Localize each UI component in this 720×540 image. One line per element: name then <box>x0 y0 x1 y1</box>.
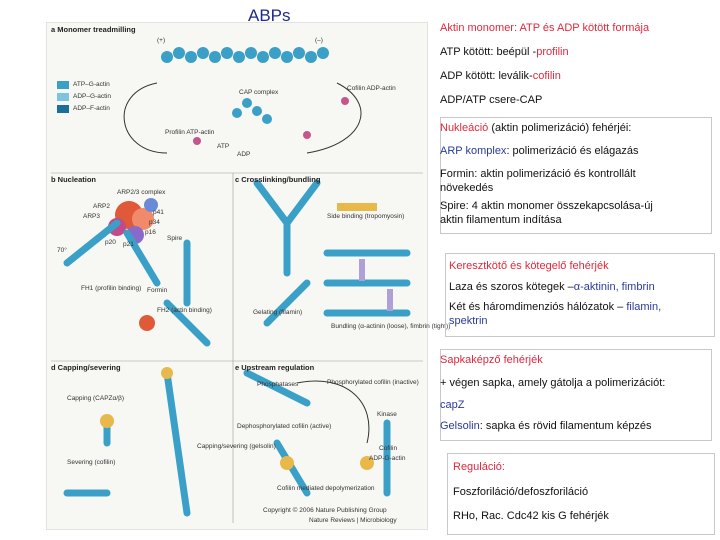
minus-end-label: (–) <box>315 37 323 44</box>
spire-label: Spire <box>167 235 183 242</box>
legend-adp: ADP–G-actin <box>73 93 111 100</box>
legend-atp: ATP–G-actin <box>73 81 110 88</box>
arp-rest: : polimerizáció és elágazás <box>506 145 639 157</box>
copyright-label: Copyright © 2006 Nature Publishing Group <box>263 507 387 514</box>
block1-line4: ADP/ATP csere-CAP <box>440 94 543 106</box>
crosslink-box <box>445 253 715 337</box>
profilin-text: profilin <box>536 46 569 58</box>
actinin-fimbrin-text: α-aktinin, fimbrin <box>573 281 655 293</box>
cap-complex-label: CAP complex <box>239 89 279 96</box>
cofilin-label: Cofilin <box>379 445 398 452</box>
atp-bound-text: ATP kötött: beépül - <box>440 46 537 58</box>
block3-line1: Keresztkötő és kötegelő fehérjék <box>449 260 609 272</box>
block1-line1: Aktin monomer: ATP és ADP kötött formája <box>440 22 650 34</box>
p20-label: p20 <box>105 239 116 246</box>
fh2-label: FH2 (actin binding) <box>157 307 212 314</box>
gelsolin-rest: : sapka és rövid filamentum képzés <box>479 420 652 432</box>
block4-line1: Sapkaképző fehérjék <box>440 354 543 366</box>
cofilin-depoly-label: Cofilin mediated depolymerization <box>277 485 375 492</box>
cofilin-adp-label: Cofilin ADP-actin <box>347 85 396 92</box>
phosphatases-label: Phosphatases <box>257 381 299 388</box>
formin-label: Formin <box>147 287 168 294</box>
section-e-label: e Upstream regulation <box>235 363 315 372</box>
figure-illustration <box>51 47 423 523</box>
p21-label: p21 <box>123 241 134 248</box>
networks-text: Két és háromdimenziós hálózatok – <box>449 301 627 313</box>
kinase-label: Kinase <box>377 411 397 418</box>
gelating-label: Gelating (filamin) <box>253 309 303 316</box>
section-b-label: b Nucleation <box>51 175 97 184</box>
side-binding-label: Side binding (tropomyosin) <box>327 213 405 220</box>
block2-line2: ARP komplex: polimerizáció és elágazás <box>440 144 639 159</box>
arp-text: ARP komplex <box>440 145 507 157</box>
block5-line2: Foszforiláció/defoszforiláció <box>453 486 589 498</box>
adp-bound-text: ADP kötött: leválik- <box>440 70 533 82</box>
block2-line5: Spire: 4 aktin monomer összekapcsolása-ú… <box>440 200 653 212</box>
adpg-label: ADP-G-actin <box>369 455 406 462</box>
arp23-label: ARP2/3 complex <box>117 189 166 196</box>
block3-line2: Laza és szoros kötegek –α-aktinin, fimbr… <box>449 280 655 295</box>
cofilin-text: cofilin <box>532 70 561 82</box>
arp3-label: ARP3 <box>83 213 100 220</box>
profilin-atp-label: Profilin ATP-actin <box>165 129 215 136</box>
legend-adpf: ADP–F-actin <box>73 105 110 112</box>
abp-figure: a Monomer treadmilling (+) (–) ATP–G-act… <box>46 22 450 530</box>
block2-line3: Formin: aktin polimerizáció és kontrollá… <box>440 168 636 180</box>
nucleation-text: Nukleáció <box>440 122 489 134</box>
atp-label: ATP <box>217 143 230 150</box>
block2-line6: aktin filamentum indítása <box>440 214 562 226</box>
block4-line4: Gelsolin: sapka és rövid filamentum képz… <box>440 419 652 434</box>
adp-label: ADP <box>237 151 251 158</box>
journal-label: Nature Reviews | Microbiology <box>309 517 397 524</box>
slide-title: ABPs <box>248 6 291 25</box>
bundles-text: Laza és szoros kötegek – <box>449 281 574 293</box>
block5-line3: RHo, Rac. Cdc42 kis G fehérjék <box>453 510 609 522</box>
angle-label: 70° <box>57 247 67 254</box>
block1-line2: ATP kötött: beépül -profilin <box>440 45 569 60</box>
block3-line3: Két és háromdimenziós hálózatok – filami… <box>449 300 661 315</box>
block1-line3: ADP kötött: leválik-cofilin <box>440 69 561 84</box>
block2-line1: Nukleáció (aktin polimerizáció) fehérjéi… <box>440 121 631 136</box>
gelsolin-text: Gelsolin <box>440 420 480 432</box>
regulation-box <box>447 453 715 535</box>
section-d-label: d Capping/severing <box>51 363 121 372</box>
section-a-label: a Monomer treadmilling <box>51 25 136 34</box>
block3-line4: spektrin <box>449 315 488 327</box>
block4-line2: + végen sapka, amely gátolja a polimeriz… <box>440 377 666 389</box>
capping-label: Capping (CAPZα/β) <box>67 395 124 402</box>
arp2-label: ARP2 <box>93 203 110 210</box>
nucleation-box <box>440 117 712 234</box>
dephos-cofilin-label: Dephosphorylated cofilin (active) <box>237 423 332 430</box>
block5-line1: Reguláció: <box>453 461 505 473</box>
phos-cofilin-label: Phosphorylated cofilin (inactive) <box>327 379 419 386</box>
section-c-label: c Crosslinking/bundling <box>235 175 321 184</box>
block2-line4: növekedés <box>440 182 494 194</box>
p34-label: p34 <box>149 219 160 226</box>
bundling-label: Bundling (α-actinin (loose), fimbrin (ti… <box>331 323 451 330</box>
capping-box <box>440 349 712 441</box>
treadmilling-filament <box>161 47 329 63</box>
capsev-label: Capping/severing (gelsolin) <box>197 443 276 450</box>
block4-line3: capZ <box>440 399 465 411</box>
fh1-label: FH1 (profilin binding) <box>81 285 142 292</box>
nucleation-rest: (aktin polimerizáció) fehérjéi: <box>488 122 632 134</box>
plus-end-label: (+) <box>157 37 166 44</box>
filamin-text: filamin, <box>626 301 662 313</box>
p16-label: p16 <box>145 229 156 236</box>
p41-label: p41 <box>153 209 164 216</box>
severing-label: Severing (cofilin) <box>67 459 116 466</box>
